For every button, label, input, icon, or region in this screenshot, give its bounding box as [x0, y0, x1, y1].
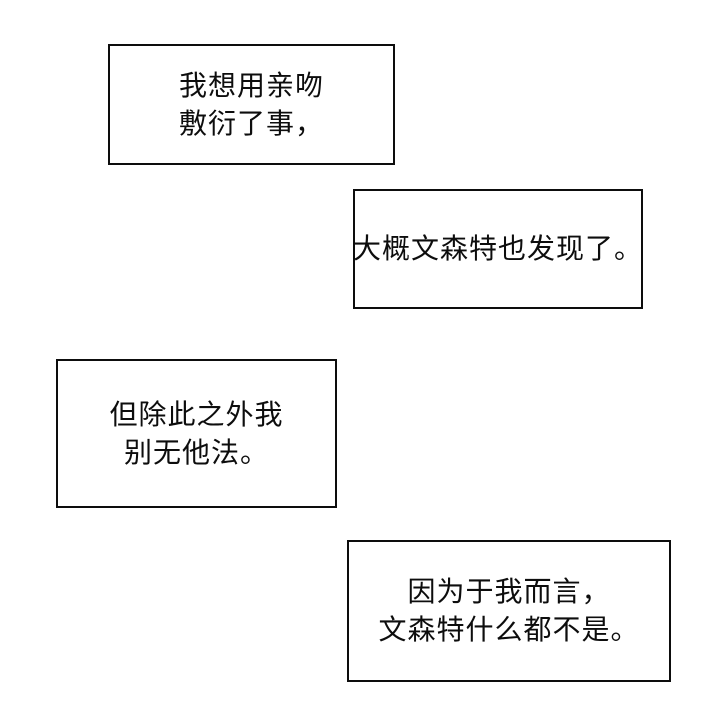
- narration-line: 文森特什么都不是。: [378, 614, 640, 645]
- narration-line: 但除此之外我: [109, 398, 284, 430]
- narration-box-2: 大概文森特也发现了。: [353, 189, 643, 309]
- narration-line: 敷衍了事，: [178, 107, 324, 139]
- narration-line: 我想用亲吻: [178, 69, 324, 101]
- narration-box-4: 因为于我而言， 文森特什么都不是。: [347, 540, 671, 682]
- narration-line: 大概文森特也发现了。: [353, 233, 644, 264]
- narration-line: 别无他法。: [123, 436, 269, 468]
- narration-box-1: 我想用亲吻 敷衍了事，: [108, 44, 395, 165]
- narration-box-3: 但除此之外我 别无他法。: [56, 359, 337, 508]
- narration-line: 因为于我而言，: [407, 576, 611, 607]
